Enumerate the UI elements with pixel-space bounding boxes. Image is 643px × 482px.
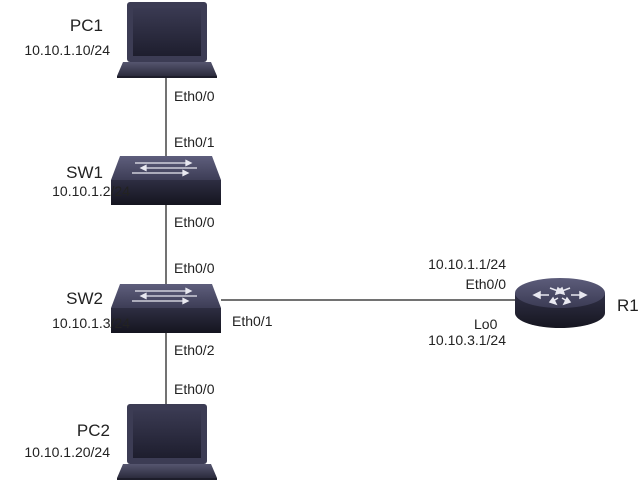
sw2-eth0-2-label: Eth0/2 bbox=[174, 342, 215, 358]
sw1-icon[interactable] bbox=[111, 156, 221, 205]
r1-lo0-ip: 10.10.3.1/24 bbox=[428, 332, 506, 348]
pc2-eth0-0-label: Eth0/0 bbox=[174, 381, 215, 397]
router-r1-icon[interactable] bbox=[515, 278, 605, 328]
r1-eth0-0-label: Eth0/0 bbox=[465, 276, 506, 292]
sw2-eth0-0-label: Eth0/0 bbox=[174, 260, 215, 276]
pc2-ip: 10.10.1.20/24 bbox=[24, 444, 110, 460]
sw1-ip: 10.10.1.2/24 bbox=[52, 183, 130, 199]
links bbox=[165, 76, 515, 405]
pc2-name: PC2 bbox=[76, 421, 110, 440]
pc1-ip: 10.10.1.10/24 bbox=[24, 42, 110, 58]
sw1-eth0-0-label: Eth0/0 bbox=[174, 214, 215, 230]
sw1-eth0-1-label: Eth0/1 bbox=[174, 134, 215, 150]
pc1-eth0-0-label: Eth0/0 bbox=[174, 88, 215, 104]
pc1-icon[interactable] bbox=[117, 2, 217, 78]
r1-lo0-label: Lo0 bbox=[474, 316, 498, 332]
sw2-eth0-1-label: Eth0/1 bbox=[232, 313, 273, 329]
r1-eth0-0-ip: 10.10.1.1/24 bbox=[428, 256, 506, 272]
sw2-icon[interactable] bbox=[111, 284, 221, 333]
sw1-name: SW1 bbox=[66, 163, 103, 182]
r1-name: R1 bbox=[617, 296, 639, 315]
sw2-ip: 10.10.1.3/24 bbox=[52, 315, 130, 331]
sw2-name: SW2 bbox=[66, 289, 103, 308]
pc1-name: PC1 bbox=[69, 16, 103, 35]
pc2-icon[interactable] bbox=[117, 404, 217, 480]
